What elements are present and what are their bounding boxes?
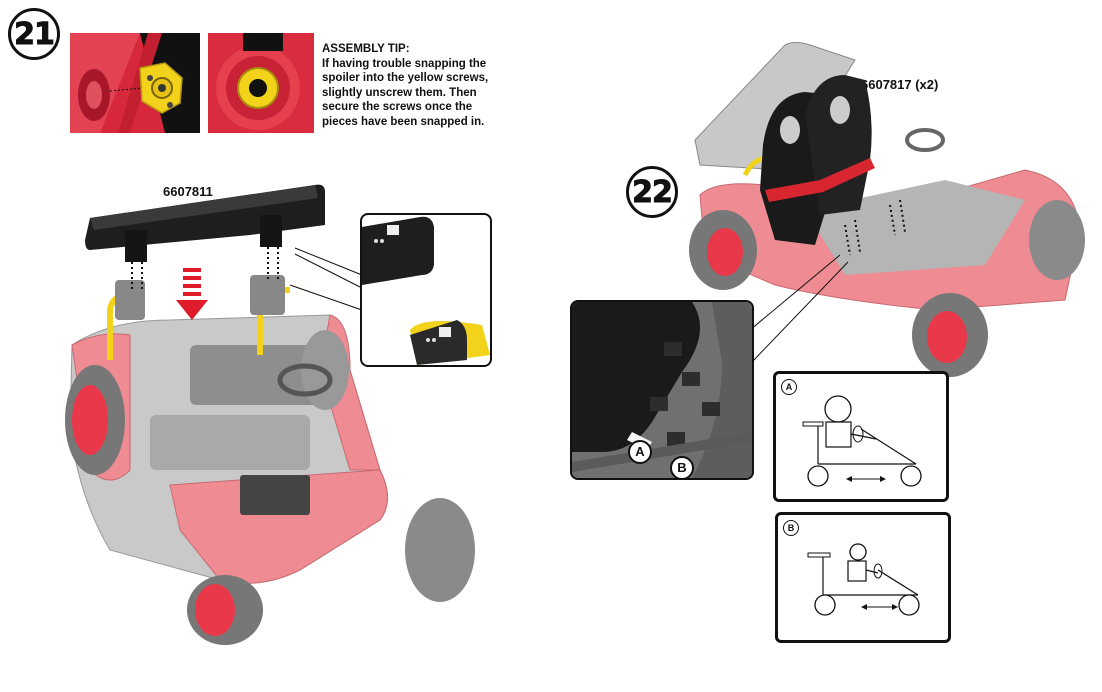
position-b-label: B — [783, 520, 799, 536]
step-21-number: 21 — [14, 16, 56, 52]
assembly-tip-title: ASSEMBLY TIP: — [322, 43, 410, 55]
seat-part-number: 6607817 (x2) — [861, 77, 939, 92]
spoiler-part-number: 6607811 — [163, 184, 213, 199]
step-22-illustration — [685, 40, 1102, 385]
step-22-number: 22 — [632, 174, 674, 210]
position-a-label: A — [781, 379, 797, 395]
step-22-leader-lines — [749, 254, 849, 363]
seat-position-b-diagram: B — [775, 512, 951, 643]
seat-position-a-diagram: A — [773, 371, 949, 502]
callout-label-b: B — [670, 456, 694, 478]
step-21-illustration — [50, 170, 500, 645]
seat-detail-callout: A B — [570, 300, 754, 480]
spoiler-detail-callout — [360, 213, 492, 367]
closeup-photo-1 — [70, 33, 200, 133]
closeup-photo-2 — [208, 33, 314, 133]
step-22-badge: 22 — [626, 166, 678, 218]
step-21-badge: 21 — [8, 8, 60, 60]
assembly-tip: ASSEMBLY TIP: If having trouble snapping… — [322, 42, 502, 129]
callout-label-a: A — [628, 440, 652, 464]
assembly-tip-text: If having trouble snapping the spoiler i… — [322, 57, 489, 128]
